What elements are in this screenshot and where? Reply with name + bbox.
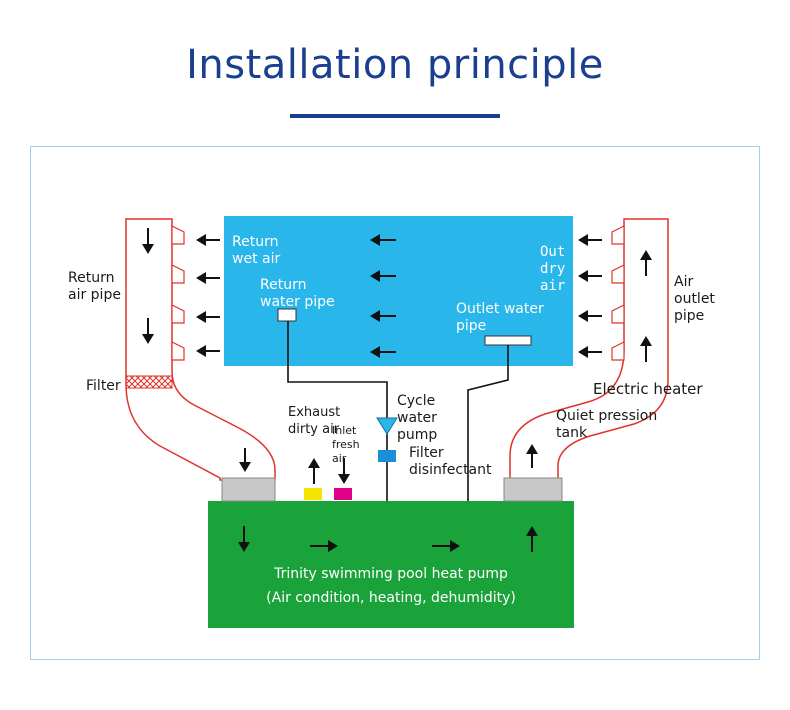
page-title: Installation principle (186, 42, 604, 88)
filter-mesh (125, 375, 173, 389)
inlet-port (334, 488, 352, 500)
air-outlet-pipe-label: Air outlet pipe (674, 274, 715, 324)
electric-heater-label: Electric heater (593, 380, 703, 398)
title-underline (290, 114, 500, 118)
heat-pump-title: Trinity swimming pool heat pump (274, 566, 508, 582)
return-wet-air-label: Return wet air (232, 234, 281, 267)
cycle-water-pump-icon (376, 417, 398, 435)
return-water-pipe-label: Return water pipe (260, 277, 335, 310)
inlet-fresh-air-label: Inlet fresh air (332, 424, 360, 465)
return-air-vents (171, 225, 185, 361)
out-dry-air-label: Out dry air (540, 244, 566, 294)
right-connector (503, 477, 563, 502)
outlet-water-pipe-label: Outlet water pipe (456, 301, 544, 334)
filter-disinfectant-icon (378, 450, 396, 462)
filter-disinfectant-label: Filter disinfectant (409, 445, 492, 478)
air-outlet-vents (611, 225, 625, 361)
diagram-frame (30, 146, 760, 660)
exhaust-port (304, 488, 322, 500)
return-water-pipe-port (277, 308, 297, 322)
return-air-pipe-label: Return air pipe (68, 270, 121, 303)
heat-pump-subtitle: (Air condition, heating, dehumidity) (266, 590, 516, 606)
outlet-water-pipe-port (484, 335, 532, 346)
cycle-water-pump-label: Cycle water pump (397, 393, 438, 443)
exhaust-dirty-air-label: Exhaust dirty air (288, 405, 341, 437)
filter-label: Filter (86, 378, 121, 394)
left-connector (221, 477, 276, 502)
heat-pump-box (208, 501, 574, 628)
return-water-line (287, 321, 388, 501)
airflow-arrows (142, 228, 652, 552)
quiet-pression-tank-label: Quiet pression tank (556, 408, 658, 441)
return-air-duct (125, 218, 276, 481)
outlet-water-line (467, 345, 509, 501)
